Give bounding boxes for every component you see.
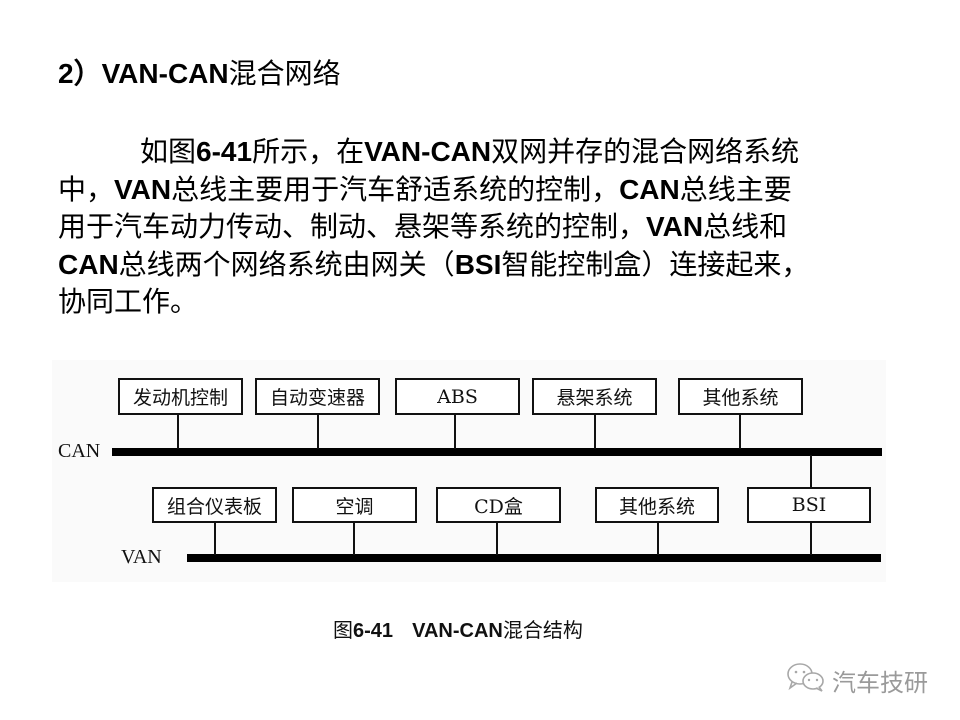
van-node-connector	[496, 523, 498, 555]
figure-caption: 图6-41 VAN-CAN混合结构	[333, 614, 583, 643]
caption-number: 6-41	[353, 620, 394, 642]
text-run: 总线两个网络系统由网关（	[118, 247, 455, 281]
gateway-connector	[810, 455, 812, 488]
figure-ref: 6-41	[196, 136, 253, 167]
van-node-connector	[214, 523, 216, 555]
heading-latin: VAN-CAN	[101, 58, 229, 89]
can-node-connector	[739, 415, 741, 449]
can-node-connector	[454, 415, 456, 449]
text-run: 智能控制盒）连接起来，	[501, 247, 810, 281]
van-node-connector	[810, 523, 812, 555]
can-node-connector	[177, 415, 179, 449]
paragraph-line-2: 中，VAN总线主要用于汽车舒适系统的控制，CAN总线主要	[58, 171, 908, 209]
van-node-instrument-cluster: 组合仪表板	[152, 487, 277, 523]
text-run: 用于汽车动力传动、制动、悬架等系统的控制，	[58, 210, 647, 244]
term-can: CAN	[619, 173, 680, 205]
section-heading: 2）VAN-CAN混合网络	[58, 54, 341, 94]
can-bus-line	[112, 448, 882, 456]
text-run: 双网并存的混合网络系统	[491, 135, 800, 168]
can-node-connector	[594, 415, 596, 449]
can-node-connector	[317, 415, 319, 449]
can-node-abs: ABS	[395, 378, 520, 415]
caption-latin: VAN-CAN	[412, 620, 503, 642]
paragraph-line-1: 如图6-41所示，在VAN-CAN双网并存的混合网络系统	[58, 133, 908, 171]
can-bus-label: CAN	[58, 440, 101, 462]
text-run: 如图	[140, 135, 197, 168]
body-paragraph: 如图6-41所示，在VAN-CAN双网并存的混合网络系统 中，VAN总线主要用于…	[58, 133, 908, 321]
text-run: 总线主要用于汽车舒适系统的控制，	[171, 172, 620, 206]
paragraph-line-3: 用于汽车动力传动、制动、悬架等系统的控制，VAN总线和	[58, 208, 908, 246]
text-run: 总线和	[703, 210, 788, 244]
can-node-engine-control: 发动机控制	[118, 378, 243, 415]
van-bus-line	[187, 554, 881, 562]
can-node-suspension: 悬架系统	[532, 378, 657, 415]
van-can-diagram: CAN 发动机控制 自动变速器 ABS 悬架系统 其他系统 VAN 组合仪表板 …	[52, 360, 886, 582]
heading-cjk: 混合网络	[228, 57, 341, 90]
caption-prefix: 图	[333, 618, 353, 642]
heading-number: 2）	[58, 58, 102, 89]
term-can: CAN	[58, 248, 119, 280]
watermark: 汽车技研	[786, 662, 928, 698]
text-run: 协同工作。	[58, 285, 199, 319]
term-bsi: BSI	[454, 248, 502, 280]
van-node-bsi-gateway: BSI	[747, 487, 871, 523]
term-van: VAN	[646, 211, 704, 243]
text-run: 总线主要	[679, 172, 792, 206]
wechat-icon	[786, 662, 826, 698]
text-run: 所示，在	[252, 135, 365, 168]
caption-cjk: 混合结构	[502, 618, 583, 642]
term-van: VAN	[114, 173, 172, 205]
van-node-connector	[657, 523, 659, 555]
paragraph-line-5: 协同工作。	[58, 283, 908, 321]
paragraph-line-4: CAN总线两个网络系统由网关（BSI智能控制盒）连接起来，	[58, 246, 908, 284]
term-van-can: VAN-CAN	[364, 136, 492, 167]
van-node-air-conditioning: 空调	[292, 487, 417, 523]
van-bus-label: VAN	[121, 546, 162, 568]
van-node-other-systems: 其他系统	[595, 487, 719, 523]
can-node-other-systems: 其他系统	[678, 378, 803, 415]
van-node-cd-box: CD盒	[436, 487, 561, 523]
text-run: 中，	[58, 172, 115, 206]
can-node-auto-transmission: 自动变速器	[255, 378, 380, 415]
watermark-text: 汽车技研	[832, 668, 928, 697]
van-node-connector	[353, 523, 355, 555]
